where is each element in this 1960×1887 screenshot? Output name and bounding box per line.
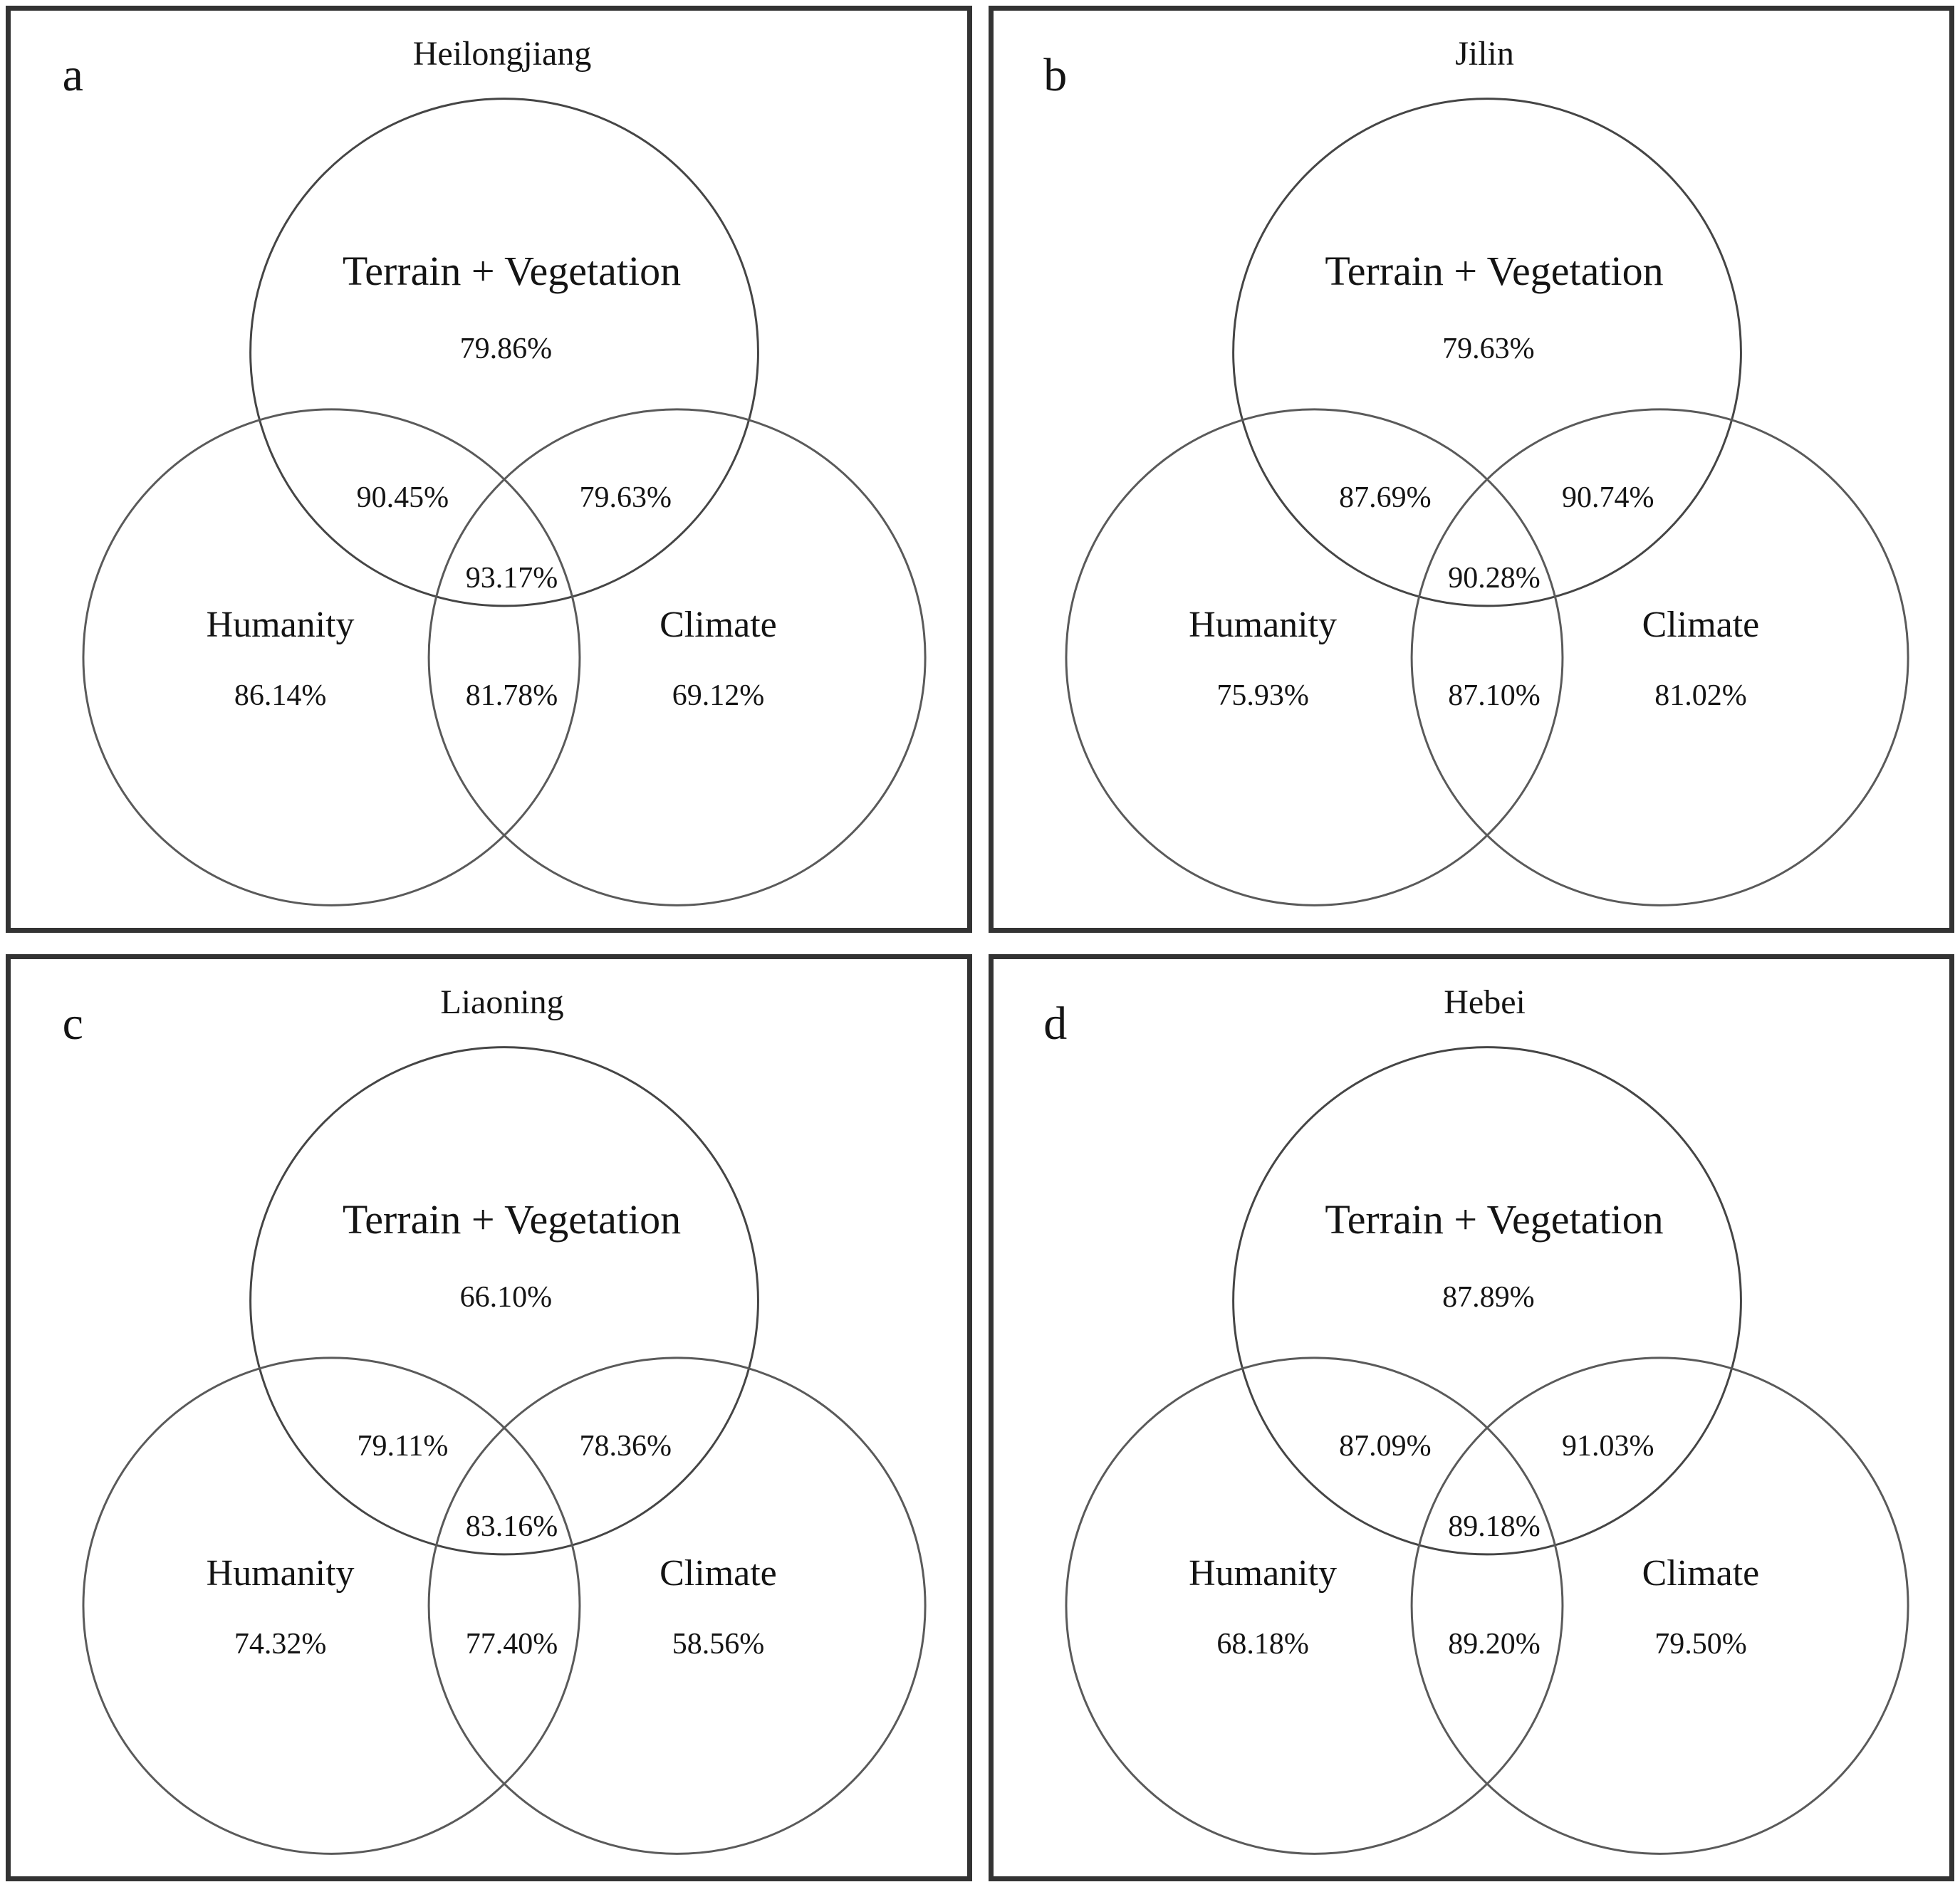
humanity-climate-overlap-value: 81.78% — [465, 679, 558, 713]
panel-title: Liaoning — [440, 983, 564, 1021]
climate-circle — [427, 1357, 927, 1855]
humanity-label: Humanity — [1189, 1552, 1338, 1594]
terrain-climate-overlap-value: 79.63% — [579, 481, 672, 514]
panel-liaoning: c Liaoning Terrain + Vegetation 66.10% 7… — [6, 954, 972, 1881]
humanity-label: Humanity — [206, 604, 355, 645]
panel-letter: c — [62, 998, 83, 1050]
humanity-label: Humanity — [1189, 604, 1338, 645]
panel-jilin: b Jilin Terrain + Vegetation 79.63% 87.6… — [988, 6, 1954, 933]
terrain-vegetation-value: 79.86% — [459, 333, 553, 366]
panel-heilongjiang: a Heilongjiang Terrain + Vegetation 79.8… — [6, 6, 972, 933]
panel-letter: b — [1043, 49, 1068, 102]
climate-value: 81.02% — [1654, 679, 1747, 713]
humanity-value: 75.93% — [1216, 679, 1309, 713]
climate-label: Climate — [660, 604, 777, 645]
terrain-vegetation-circle — [249, 98, 759, 607]
humanity-climate-overlap-value: 89.20% — [1448, 1628, 1541, 1661]
climate-label: Climate — [1642, 604, 1760, 645]
humanity-circle — [82, 1357, 581, 1855]
panel-letter: d — [1043, 998, 1068, 1050]
terrain-vegetation-circle — [249, 1046, 759, 1556]
humanity-terrain-overlap-value: 90.45% — [356, 481, 449, 514]
terrain-vegetation-value: 66.10% — [459, 1281, 553, 1314]
panel-hebei: d Hebei Terrain + Vegetation 87.89% 87.0… — [988, 954, 1954, 1881]
humanity-label: Humanity — [206, 1552, 355, 1594]
all-three-overlap-value: 90.28% — [1448, 562, 1541, 595]
terrain-vegetation-circle — [1231, 1046, 1742, 1556]
all-three-overlap-value: 83.16% — [465, 1510, 558, 1544]
climate-label: Climate — [660, 1552, 777, 1594]
all-three-overlap-value: 93.17% — [465, 562, 558, 595]
all-three-overlap-value: 89.18% — [1448, 1510, 1541, 1544]
terrain-vegetation-circle — [1231, 98, 1742, 607]
climate-value: 69.12% — [672, 679, 765, 713]
humanity-value: 74.32% — [234, 1628, 327, 1661]
venn-diagram-hebei — [1064, 1046, 1909, 1855]
venn-diagram-jilin — [1064, 98, 1909, 906]
panel-title: Hebei — [1444, 983, 1526, 1021]
humanity-circle — [82, 408, 581, 906]
terrain-climate-overlap-value: 91.03% — [1561, 1429, 1654, 1463]
terrain-climate-overlap-value: 78.36% — [579, 1429, 672, 1463]
panel-letter: a — [62, 49, 83, 102]
climate-circle — [1410, 1357, 1909, 1855]
panel-title: Jilin — [1455, 34, 1514, 73]
climate-label: Climate — [1642, 1552, 1760, 1594]
climate-value: 58.56% — [672, 1628, 765, 1661]
panel-title: Heilongjiang — [412, 34, 592, 73]
terrain-climate-overlap-value: 90.74% — [1561, 481, 1654, 514]
climate-value: 79.50% — [1654, 1628, 1747, 1661]
terrain-vegetation-label: Terrain + Vegetation — [342, 247, 682, 294]
humanity-circle — [1064, 1357, 1563, 1855]
terrain-vegetation-value: 79.63% — [1442, 333, 1535, 366]
humanity-climate-overlap-value: 87.10% — [1448, 679, 1541, 713]
climate-circle — [427, 408, 927, 906]
venn-diagram-heilongjiang — [82, 98, 927, 906]
terrain-vegetation-value: 87.89% — [1442, 1281, 1535, 1314]
humanity-terrain-overlap-value: 79.11% — [357, 1429, 449, 1463]
terrain-vegetation-label: Terrain + Vegetation — [1325, 247, 1664, 294]
terrain-vegetation-label: Terrain + Vegetation — [1325, 1196, 1664, 1243]
terrain-vegetation-label: Terrain + Vegetation — [342, 1196, 682, 1243]
humanity-terrain-overlap-value: 87.09% — [1339, 1429, 1432, 1463]
humanity-value: 68.18% — [1216, 1628, 1309, 1661]
humanity-terrain-overlap-value: 87.69% — [1339, 481, 1432, 514]
climate-circle — [1410, 408, 1909, 906]
humanity-circle — [1064, 408, 1563, 906]
humanity-climate-overlap-value: 77.40% — [465, 1628, 558, 1661]
humanity-value: 86.14% — [234, 679, 327, 713]
venn-diagram-liaoning — [82, 1046, 927, 1855]
